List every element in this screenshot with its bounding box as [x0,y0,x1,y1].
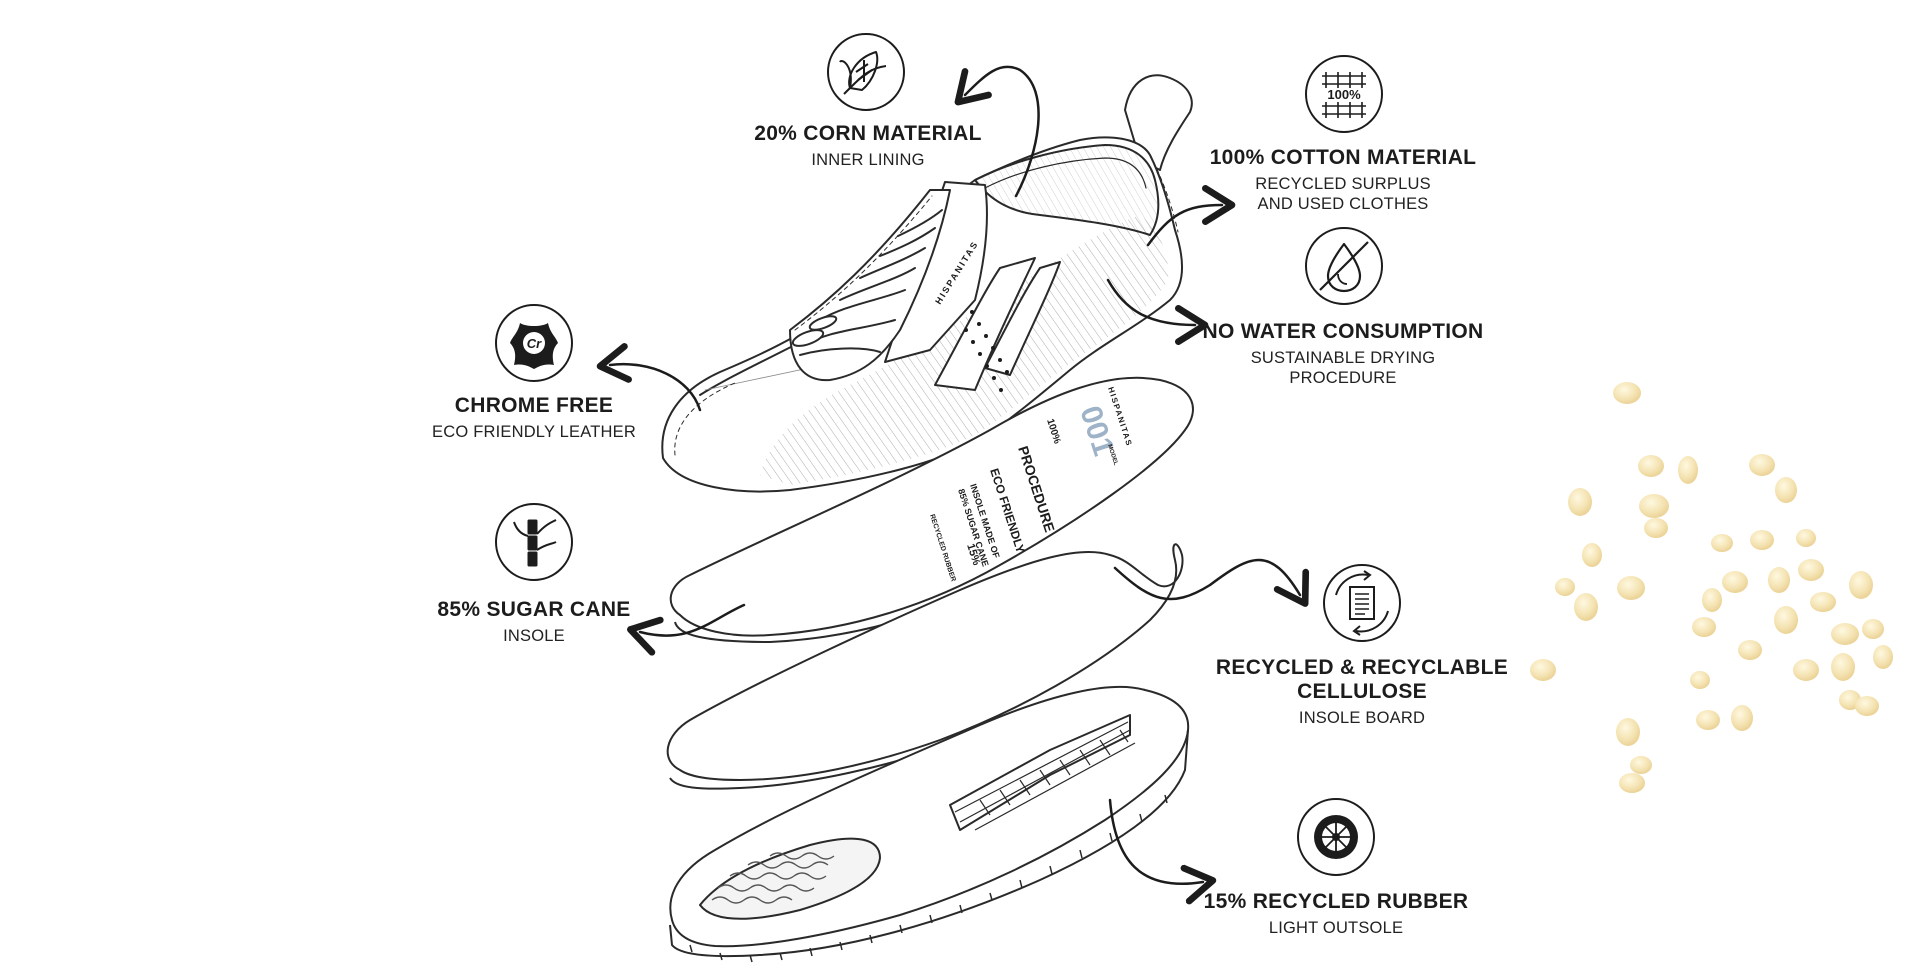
feature-rubber-subtitle: LIGHT OUTSOLE [1268,919,1404,937]
feature-chrome-subtitle: ECO FRIENDLY LEATHER [432,423,636,441]
feature-cotton-title: 100% COTTON MATERIAL [1209,146,1477,169]
cotton-100-icon: 100% [1305,55,1383,133]
recycled-paper-icon [1323,564,1401,642]
feature-water-title: NO WATER CONSUMPTION [1202,320,1484,343]
feature-sugar: 85% SUGAR CANE INSOLE [437,598,630,646]
callout-arrows [596,65,1310,905]
feature-rubber-title: 15% RECYCLED RUBBER [1203,890,1469,913]
outsole [669,685,1190,963]
corn-icon [827,33,905,111]
feature-sugar-title: 85% SUGAR CANE [437,598,631,621]
feature-water-subtitle-1: SUSTAINABLE DRYING [1250,349,1436,367]
feature-sugar-subtitle: INSOLE [503,627,565,645]
shoe-upper: HISPANITAS [661,74,1193,493]
feature-rubber: 15% RECYCLED RUBBER LIGHT OUTSOLE [1204,890,1469,938]
insole: HISPANITAS 001 MODEL 100% PROCEDURE ECO … [669,376,1194,643]
feature-cotton-subtitle-2: AND USED CLOTHES [1257,195,1429,213]
cotton-icon-text: 100% [1327,87,1361,102]
feature-water-subtitle-2: PROCEDURE [1289,369,1397,387]
feature-cellulose-subtitle: INSOLE BOARD [1298,709,1426,727]
leather-hide-cr-icon: Cr [495,304,573,382]
feature-cellulose-title-2: CELLULOSE [1297,680,1427,703]
feature-corn: 20% CORN MATERIAL INNER LINING [754,122,982,170]
feature-cellulose: RECYCLED & RECYCLABLE CELLULOSE INSOLE B… [1216,656,1508,728]
feature-water: NO WATER CONSUMPTION SUSTAINABLE DRYING … [1203,320,1484,388]
corn-kernels [1530,382,1893,793]
tire-wheel-icon [1297,798,1375,876]
sugar-cane-icon [495,503,573,581]
feature-chrome: CHROME FREE ECO FRIENDLY LEATHER [432,394,636,442]
feature-cellulose-title-1: RECYCLED & RECYCLABLE [1215,656,1509,679]
no-water-drop-icon [1305,227,1383,305]
leather-icon-text: Cr [527,336,542,351]
feature-chrome-title: CHROME FREE [454,394,614,417]
feature-cotton-subtitle-1: RECYCLED SURPLUS [1255,175,1431,193]
feature-corn-title: 20% CORN MATERIAL [754,122,982,145]
feature-corn-subtitle: INNER LINING [811,151,925,169]
feature-cotton: 100% COTTON MATERIAL RECYCLED SURPLUS AN… [1210,146,1477,214]
